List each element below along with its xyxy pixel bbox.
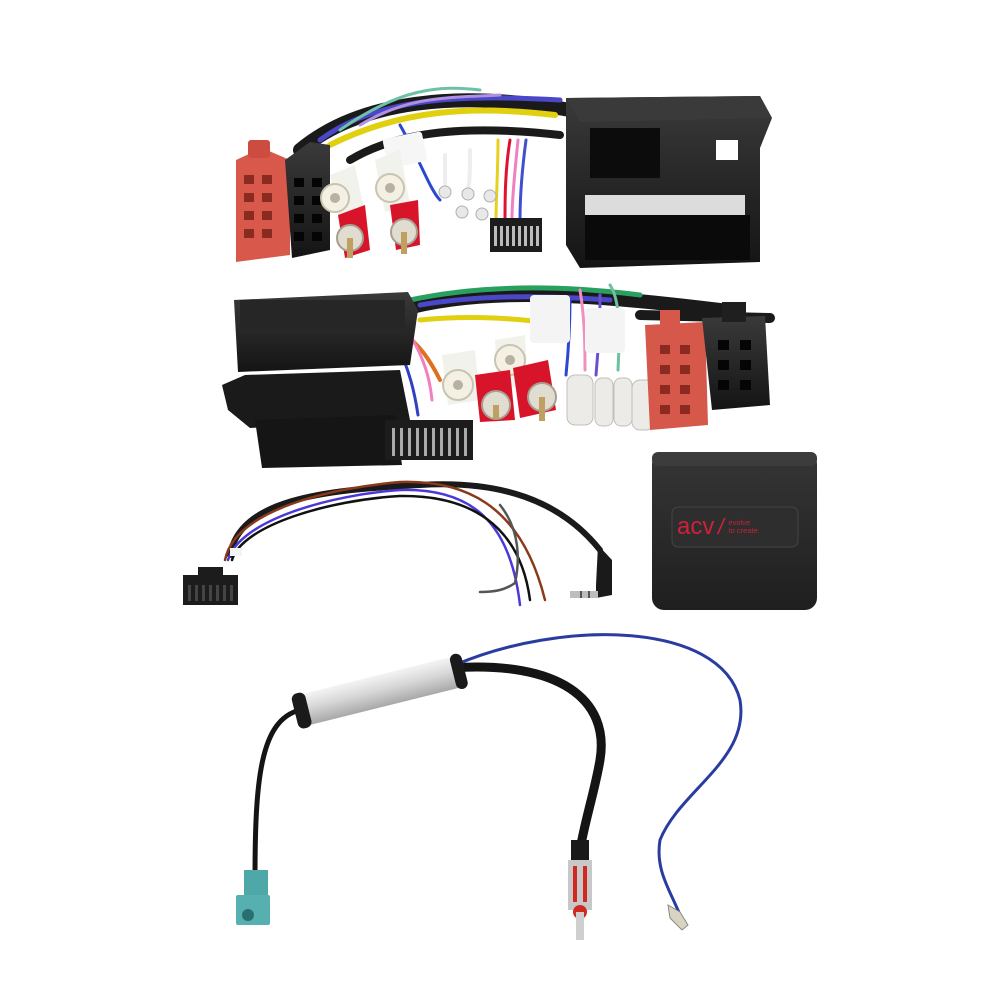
antenna-adapter <box>236 633 743 940</box>
rca-plugs-middle <box>442 335 557 422</box>
swc-module <box>652 452 817 610</box>
quadlock-harness <box>236 86 772 268</box>
rca-plugs-top <box>320 150 420 258</box>
tagline-line-2: to create. <box>728 526 760 535</box>
brand-tagline: evolve to create. <box>728 519 759 535</box>
brand-slash: / <box>716 514 727 539</box>
module-brand-label: acv / evolve to create. <box>677 510 795 544</box>
tagline-line-1: evolve <box>728 518 751 527</box>
patch-lead <box>183 480 612 607</box>
quadlock-connector <box>566 96 772 268</box>
iso-harness <box>124 283 775 468</box>
brand-name: acv <box>677 513 715 540</box>
